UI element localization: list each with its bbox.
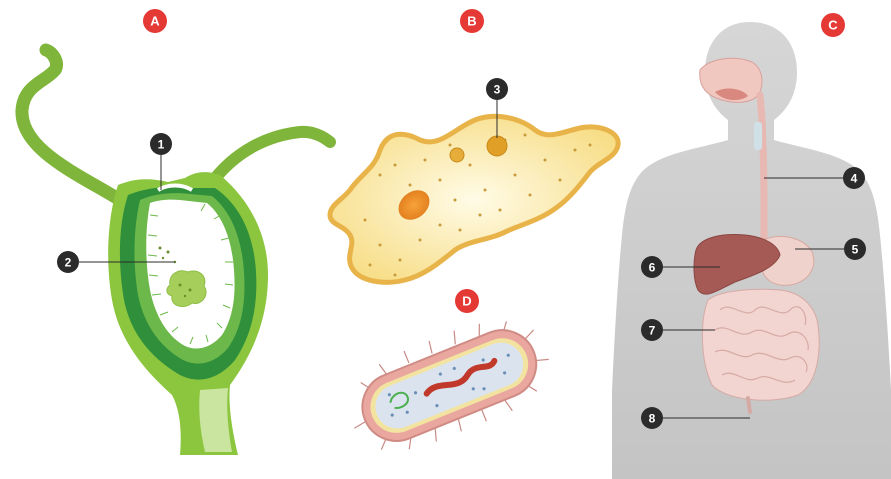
marker-3-label: 3 — [494, 83, 501, 97]
marker-4: 4 — [843, 167, 865, 189]
marker-5-label: 5 — [852, 243, 859, 257]
marker-7: 7 — [641, 319, 663, 341]
hydra-food-particle — [167, 271, 206, 307]
panel-badge-c: C — [821, 13, 845, 37]
panel-badge-b-label: B — [467, 14, 476, 29]
panel-badge-a: A — [143, 9, 167, 33]
marker-1-label: 1 — [158, 138, 165, 152]
marker-1: 1 — [150, 133, 172, 155]
marker-3: 3 — [486, 78, 508, 100]
marker-7-label: 7 — [649, 324, 656, 338]
panel-badge-c-label: C — [828, 18, 838, 33]
panel-badge-b: B — [460, 9, 484, 33]
human-small-intestine — [702, 289, 819, 400]
human-rectum — [748, 398, 750, 412]
marker-6-label: 6 — [649, 261, 656, 275]
amoeba-food-vacuole-small — [450, 148, 464, 162]
marker-6: 6 — [641, 256, 663, 278]
hydra-left-tentacle — [22, 50, 120, 200]
human-trachea — [754, 122, 762, 150]
marker-2-label: 2 — [65, 256, 72, 270]
amoeba-food-vacuole-large — [487, 136, 507, 156]
human-esophagus — [760, 95, 764, 240]
marker-5: 5 — [844, 238, 866, 260]
marker-8: 8 — [641, 407, 663, 429]
panel-badge-a-label: A — [150, 14, 160, 29]
panel-badge-d-label: D — [462, 294, 471, 309]
bacterium-illustration — [335, 302, 562, 468]
amoeba-cell-membrane — [330, 116, 618, 282]
marker-8-label: 8 — [649, 412, 656, 426]
amoeba-illustration — [330, 116, 618, 282]
hydra-foot-highlight — [199, 388, 232, 452]
marker-4-label: 4 — [851, 172, 858, 186]
panel-badge-d: D — [455, 289, 479, 313]
marker-2: 2 — [57, 251, 79, 273]
hydra-right-tentacle — [210, 132, 330, 185]
